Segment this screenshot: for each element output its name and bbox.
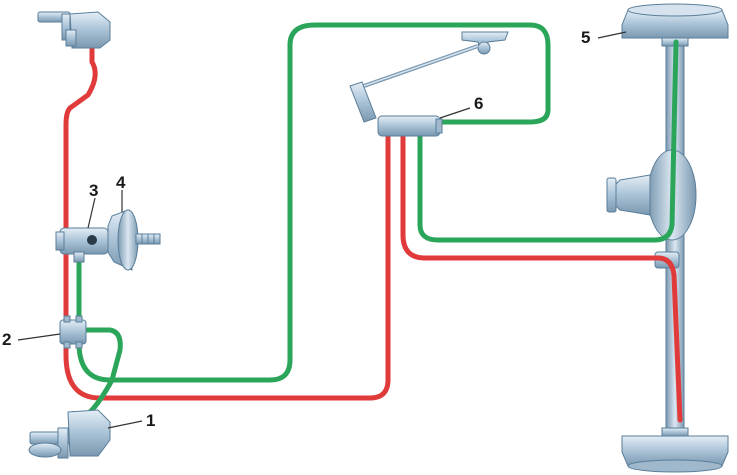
- callout-4: 4: [116, 173, 126, 192]
- red-pipe-front-left: [63, 45, 391, 401]
- brake-force-regulator: [349, 31, 509, 137]
- callout-3: 3: [89, 181, 98, 200]
- rear-brake-drum-bottom: [621, 427, 729, 473]
- front-brake-top: [37, 11, 111, 49]
- vacuum-booster: [107, 209, 161, 271]
- master-cylinder: [55, 227, 109, 263]
- front-brake-bottom: [28, 409, 111, 459]
- leader-5: [597, 31, 627, 39]
- callout-5: 5: [581, 28, 590, 47]
- rear-brake-drum-top: [621, 3, 729, 47]
- leader-6: [439, 107, 471, 119]
- green-pipe-crossover: [81, 327, 123, 415]
- callout-2: 2: [2, 330, 11, 349]
- callout-1: 1: [146, 411, 155, 430]
- leader-1: [107, 420, 143, 429]
- pressure-regulator-block: [59, 315, 87, 349]
- red-pipe-rear: [400, 129, 683, 423]
- leader-2: [17, 333, 61, 341]
- green-pipe-rear: [417, 39, 679, 243]
- green-pipe-front: [76, 22, 551, 383]
- leader-3: [87, 197, 96, 229]
- callout-6: 6: [474, 94, 483, 113]
